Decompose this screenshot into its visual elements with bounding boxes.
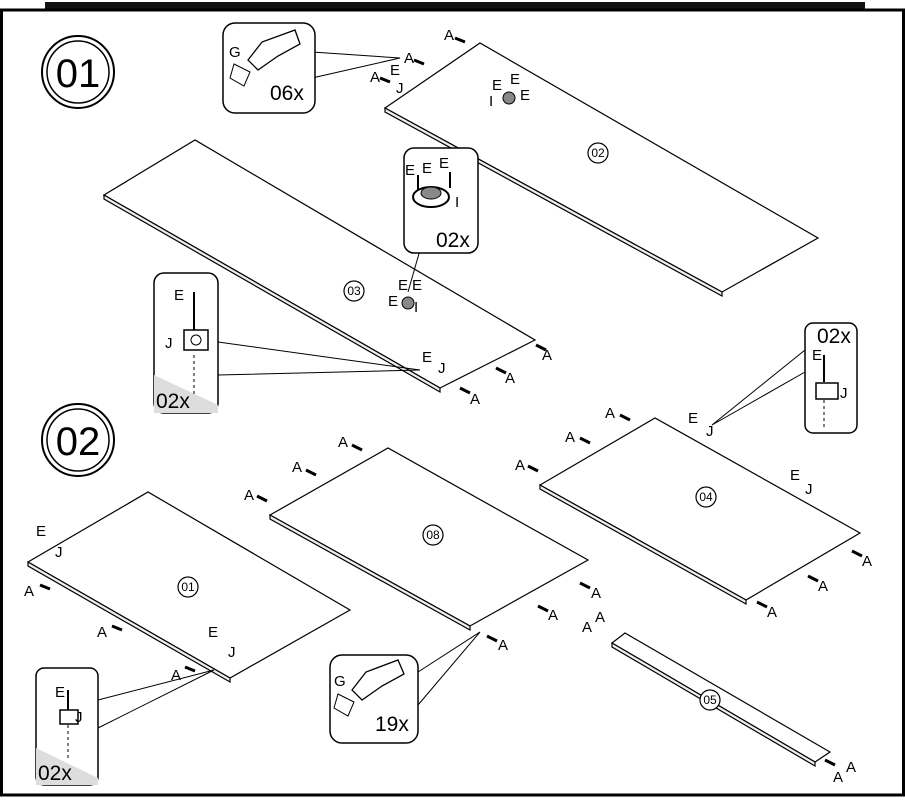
svg-text:A: A: [470, 391, 480, 408]
svg-text:A: A: [542, 347, 552, 364]
svg-text:E: E: [390, 62, 400, 79]
svg-text:A: A: [444, 27, 454, 44]
glue-bottle-icon: [247, 29, 301, 71]
svg-text:E: E: [520, 87, 530, 104]
svg-text:E: E: [510, 71, 520, 88]
svg-text:J: J: [228, 644, 236, 661]
panel-05: 05: [610, 632, 832, 768]
svg-text:A: A: [818, 578, 828, 595]
svg-text:A: A: [862, 553, 872, 570]
svg-text:A: A: [370, 69, 380, 86]
step-number-01: 01: [41, 35, 115, 109]
svg-text:A: A: [338, 434, 348, 451]
svg-text:02x: 02x: [817, 325, 851, 348]
bracket-callout-step2: E J 02x: [35, 667, 215, 786]
svg-text:02x: 02x: [436, 229, 470, 252]
svg-text:A: A: [833, 769, 843, 786]
svg-text:05: 05: [703, 693, 717, 707]
svg-text:J: J: [165, 335, 173, 352]
step-number-02: 02: [41, 403, 115, 477]
svg-text:03: 03: [347, 284, 361, 298]
svg-text:E: E: [492, 77, 502, 94]
svg-text:02: 02: [591, 146, 605, 160]
svg-text:A: A: [97, 624, 107, 641]
svg-text:A: A: [565, 429, 575, 446]
svg-text:A: A: [548, 607, 558, 624]
panel-01: 01: [26, 491, 352, 684]
svg-text:A: A: [595, 609, 605, 626]
svg-text:E: E: [36, 523, 46, 540]
svg-text:J: J: [706, 423, 714, 440]
svg-text:I: I: [489, 93, 493, 110]
bracket-callout-step1: E J 02x: [153, 272, 421, 414]
top-bar: [45, 2, 865, 10]
svg-text:02x: 02x: [38, 762, 72, 785]
svg-text:G: G: [334, 673, 346, 690]
svg-text:E: E: [790, 467, 800, 484]
glue-callout-step2: G 19x: [329, 631, 481, 744]
glue-callout-step1: G 06x: [222, 22, 401, 114]
svg-text:G: G: [229, 44, 241, 61]
svg-text:A: A: [767, 604, 777, 621]
svg-text:E: E: [422, 349, 432, 366]
panel-03: 03: [102, 139, 537, 394]
svg-text:A: A: [24, 583, 34, 600]
svg-text:E: E: [55, 684, 65, 701]
svg-text:E: E: [439, 155, 449, 172]
svg-text:I: I: [414, 299, 418, 316]
step2-hardware-labels: A A A A A A E J E J A A A A A A A A A A …: [24, 405, 872, 786]
svg-text:E: E: [412, 277, 422, 294]
svg-text:J: J: [438, 360, 446, 377]
svg-text:I: I: [455, 194, 459, 211]
svg-text:J: J: [805, 481, 813, 498]
svg-text:J: J: [396, 80, 404, 97]
svg-text:A: A: [244, 487, 254, 504]
glue-bottle-icon: [351, 659, 405, 701]
svg-text:E: E: [422, 160, 432, 177]
svg-text:A: A: [846, 759, 856, 776]
svg-text:A: A: [292, 459, 302, 476]
svg-text:A: A: [505, 370, 515, 387]
svg-text:J: J: [840, 385, 848, 402]
bracket-callout-right: 02x E J: [711, 322, 858, 434]
svg-text:02x: 02x: [156, 390, 190, 413]
svg-text:E: E: [688, 410, 698, 427]
svg-text:J: J: [55, 544, 63, 561]
svg-text:A: A: [515, 457, 525, 474]
cam-callout-step1: E E E I 02x: [403, 147, 479, 293]
svg-text:A: A: [605, 405, 615, 422]
svg-text:A: A: [171, 667, 181, 684]
panel-04: 04: [538, 417, 862, 606]
panel-08: 08: [268, 447, 590, 632]
svg-text:A: A: [582, 619, 592, 636]
page-border: [0, 8, 905, 797]
svg-text:08: 08: [426, 528, 440, 542]
svg-text:19x: 19x: [375, 713, 409, 736]
svg-text:01: 01: [181, 580, 195, 594]
svg-text:E: E: [174, 287, 184, 304]
svg-text:E: E: [398, 277, 408, 294]
svg-text:01: 01: [56, 52, 101, 96]
svg-text:A: A: [404, 50, 414, 67]
dowel-markers: [39, 36, 863, 767]
svg-text:E: E: [208, 624, 218, 641]
svg-text:02: 02: [56, 420, 101, 464]
svg-text:E: E: [405, 162, 415, 179]
svg-text:04: 04: [699, 490, 713, 504]
svg-text:E: E: [812, 347, 822, 364]
svg-text:A: A: [591, 585, 601, 602]
svg-text:06x: 06x: [270, 82, 304, 105]
step1-hardware-labels: A A A E J E E E I E E E I E J A A A: [370, 27, 552, 408]
svg-text:J: J: [75, 709, 83, 726]
svg-text:A: A: [498, 637, 508, 654]
svg-text:E: E: [388, 293, 398, 310]
